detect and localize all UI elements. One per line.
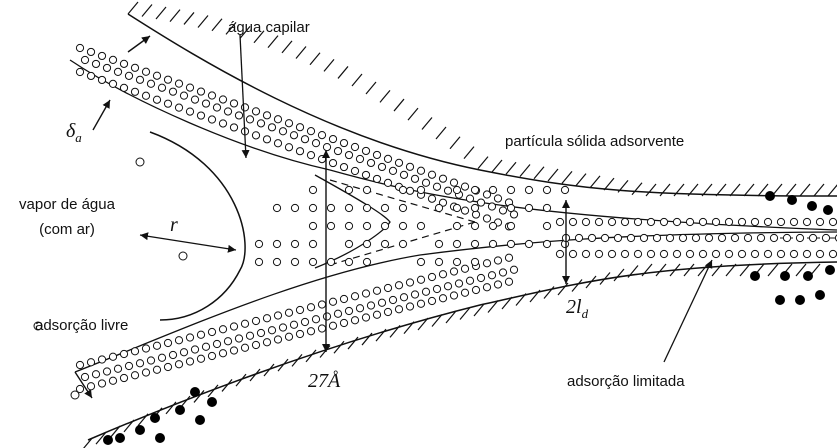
meniscus	[150, 132, 245, 320]
capillary-water-label: água capilar	[228, 20, 310, 35]
solid-particles	[103, 191, 835, 445]
film-thickness-top-leader	[128, 36, 150, 52]
water-vapor-label-line2: (com ar)	[2, 222, 132, 237]
capillary-water-leader	[240, 35, 246, 158]
dimension-27A-label: 27Å	[308, 371, 340, 391]
gap-symbol-main: 2l	[566, 296, 582, 318]
free-adsorption-label: adsorção livre	[35, 318, 128, 333]
lower-particle-surface	[88, 262, 837, 440]
lower-surface-hatching	[82, 264, 820, 448]
lower-film-boundary	[75, 232, 837, 372]
film-thickness-leader	[93, 100, 110, 130]
water-molecules	[34, 44, 837, 399]
water-vapor-label-line1: vapor de água	[2, 197, 132, 212]
radius-symbol: r	[170, 215, 178, 235]
radius-arrow	[140, 235, 236, 250]
film-thickness-symbol: δa	[66, 121, 82, 144]
film-thickness-symbol-main: δ	[66, 120, 75, 142]
gap-symbol: 2ld	[566, 297, 588, 320]
limited-adsorption-label: adsorção limitada	[567, 374, 685, 389]
gap-subscript: d	[582, 306, 589, 321]
solid-particle-label: partícula sólida adsorvente	[505, 134, 684, 149]
film-thickness-subscript: a	[75, 130, 82, 145]
